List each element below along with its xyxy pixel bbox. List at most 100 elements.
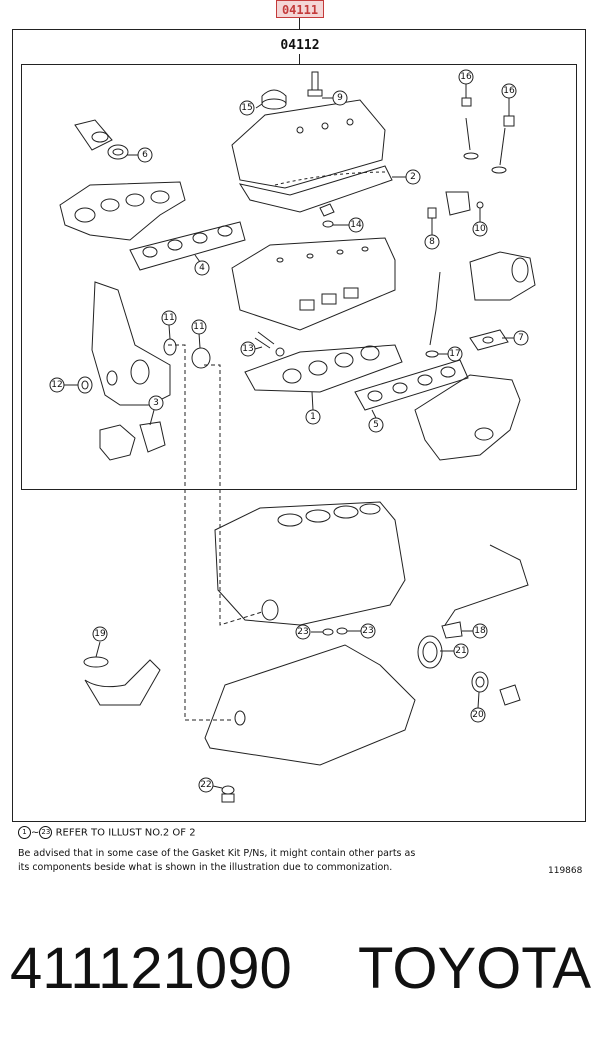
callout-circle xyxy=(295,624,311,640)
o-ring-small-drawing xyxy=(163,338,177,356)
callout-c8[interactable]: 8 xyxy=(424,234,440,250)
callout-c4[interactable]: 4 xyxy=(194,260,210,276)
callout-circle xyxy=(49,377,65,393)
outer-kit-code[interactable]: 04111 xyxy=(276,0,324,18)
inner-code-leader xyxy=(299,54,300,64)
callout-c19[interactable]: 19 xyxy=(92,626,108,642)
cylinder-block-drawing xyxy=(214,501,406,626)
cylinder-head-gasket-drawing xyxy=(244,344,403,393)
callout-circle xyxy=(368,417,384,433)
exhaust-pipe-drawing xyxy=(74,119,113,151)
exhaust-pipe-gasket-drawing xyxy=(107,144,129,160)
refer-start-circle: 1 xyxy=(18,826,31,839)
intake-manifold-drawing xyxy=(414,374,521,461)
callout-circle xyxy=(472,221,488,237)
stud-bolt-drawing xyxy=(254,331,285,357)
callout-circle xyxy=(305,409,321,425)
callout-c20[interactable]: 20 xyxy=(470,707,486,723)
callout-circle xyxy=(447,346,463,362)
callout-c23a[interactable]: 23 xyxy=(295,624,311,640)
exploded-parts-diagram: 1591616621481041111131771231519232318212… xyxy=(49,69,536,803)
callout-c9[interactable]: 9 xyxy=(332,90,348,106)
timing-chain-cover-drawing xyxy=(91,281,171,406)
callout-circle xyxy=(137,147,153,163)
callout-circle xyxy=(348,217,364,233)
callout-c23b[interactable]: 23 xyxy=(360,623,376,639)
head-cover-bolt-drawing xyxy=(307,71,323,97)
gasket-small-drawing xyxy=(425,350,439,358)
callout-c11a[interactable]: 11 xyxy=(161,310,177,326)
refer-note: 1~23 REFER TO ILLUST NO.2 OF 2 xyxy=(18,826,196,839)
callout-number: 16 xyxy=(460,72,472,82)
inner-kit-code[interactable]: 04112 xyxy=(280,38,320,53)
callout-number: 1 xyxy=(310,412,316,422)
cylinder-head-cover-drawing xyxy=(231,99,393,213)
callout-c1[interactable]: 1 xyxy=(305,409,321,425)
oil-filler-cap-drawing xyxy=(261,89,287,110)
callout-c16b[interactable]: 16 xyxy=(501,83,517,99)
outer-kit-frame xyxy=(12,29,586,822)
sensor-drawing xyxy=(445,191,484,216)
callout-number: 4 xyxy=(199,263,205,273)
callout-number: 5 xyxy=(373,420,379,430)
callout-c18[interactable]: 18 xyxy=(472,623,488,639)
oil-filter-seal-drawing xyxy=(471,671,489,693)
dashed-guide-right xyxy=(204,364,263,626)
oil-level-gauge-guide-drawing xyxy=(444,544,529,626)
refer-text: REFER TO ILLUST NO.2 OF 2 xyxy=(55,827,196,839)
callout-c17[interactable]: 17 xyxy=(447,346,463,362)
callout-c22[interactable]: 22 xyxy=(198,777,214,793)
callout-circle xyxy=(360,623,376,639)
callout-c13[interactable]: 13 xyxy=(240,341,256,357)
callout-c21[interactable]: 21 xyxy=(453,643,469,659)
callout-number: 6 xyxy=(142,150,148,160)
cylinder-head-drawing xyxy=(231,237,396,331)
o-ring-pair-drawing xyxy=(322,627,348,636)
exhaust-manifold-drawing xyxy=(59,181,186,241)
leader-lines xyxy=(64,84,514,789)
dipstick-tube-drawing xyxy=(429,271,441,346)
callout-c3[interactable]: 3 xyxy=(148,395,164,411)
callout-circle xyxy=(405,169,421,185)
callout-number: 15 xyxy=(241,103,252,113)
callout-c14[interactable]: 14 xyxy=(348,217,364,233)
oil-pan-drawing xyxy=(204,644,416,766)
water-outlet-drawing xyxy=(469,251,536,301)
callout-circle xyxy=(161,310,177,326)
oil-strainer-drawing xyxy=(83,656,161,706)
callout-c2[interactable]: 2 xyxy=(405,169,421,185)
refer-tilde: ~ xyxy=(31,827,40,839)
callout-circle xyxy=(501,83,517,99)
callout-number: 10 xyxy=(474,224,486,234)
callout-c6[interactable]: 6 xyxy=(137,147,153,163)
callout-number: 13 xyxy=(242,344,253,354)
drain-plug-gasket-drawing xyxy=(221,785,235,803)
callout-number: 12 xyxy=(51,380,62,390)
callout-c5[interactable]: 5 xyxy=(368,417,384,433)
callout-number: 20 xyxy=(472,710,484,720)
callout-number: 21 xyxy=(455,646,466,656)
dashed-guide-left xyxy=(168,344,232,721)
gasket-guide-drawing xyxy=(441,621,463,639)
callout-circle xyxy=(92,626,108,642)
drain-plug-drawing xyxy=(499,684,521,706)
advice-line-1: Be advised that in some case of the Gask… xyxy=(18,848,416,859)
callout-number: 14 xyxy=(350,220,362,230)
brand-name: TOYOTA xyxy=(358,936,592,1001)
exhaust-manifold-gasket-drawing xyxy=(129,221,246,271)
callout-circle xyxy=(513,330,529,346)
callout-c7[interactable]: 7 xyxy=(513,330,529,346)
callout-number: 16 xyxy=(503,86,515,96)
callout-c10[interactable]: 10 xyxy=(472,221,488,237)
callout-c12[interactable]: 12 xyxy=(49,377,65,393)
callout-circle xyxy=(240,341,256,357)
intake-valve-drawing xyxy=(461,97,479,160)
o-ring-large-drawing xyxy=(191,347,211,369)
callout-c16a[interactable]: 16 xyxy=(458,69,474,85)
callout-c15[interactable]: 15 xyxy=(239,100,255,116)
callout-c11b[interactable]: 11 xyxy=(191,319,207,335)
water-pump-drawing xyxy=(99,421,166,461)
callout-number: 7 xyxy=(518,333,524,343)
intake-manifold-gasket-drawing xyxy=(354,359,469,411)
